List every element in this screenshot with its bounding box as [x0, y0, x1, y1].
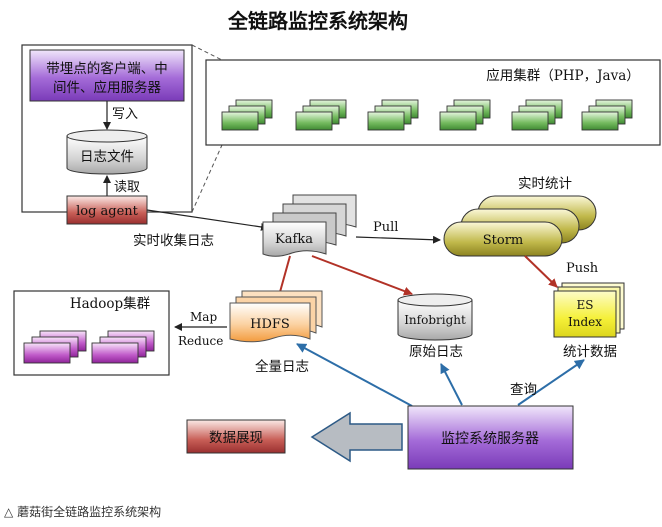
app-server-stack — [581, 99, 633, 131]
hadoop-node-stack — [91, 330, 155, 364]
display-arrow — [310, 411, 403, 463]
hdfs-stack — [229, 290, 323, 343]
app-cluster-label: 应用集群（PHP，Java） — [486, 67, 640, 84]
raw-log-label: 原始日志 — [409, 344, 463, 360]
figure-caption: △ 蘑菇街全链路监控系统架构 — [4, 503, 161, 520]
stats-data-label: 统计数据 — [563, 344, 617, 360]
infobright-label: Infobright — [404, 313, 466, 327]
kafka-to-infobright-arrow — [311, 255, 413, 296]
es-index-line2: Index — [568, 315, 602, 329]
log-file-label: 日志文件 — [80, 149, 134, 165]
realtime-collect-label: 实时收集日志 — [133, 233, 214, 249]
log-agent-box — [66, 195, 148, 225]
monitor-server-label: 监控系统服务器 — [441, 431, 539, 447]
read-label: 读取 — [114, 180, 140, 195]
hadoop-node-stack — [23, 330, 87, 364]
app-server-stack — [439, 99, 491, 131]
app-server-stack — [295, 99, 347, 131]
diagram-title: 全链路监控系统架构 — [227, 9, 408, 33]
realtime-stats-label: 实时统计 — [518, 176, 572, 192]
query-label: 查询 — [510, 382, 537, 398]
app-server-stacks — [221, 99, 633, 131]
infobright-cylinder — [397, 293, 473, 341]
kafka-label: Kafka — [275, 232, 313, 247]
zoom-line-bottom — [191, 144, 223, 213]
query-infobright-arrow — [440, 363, 463, 406]
query-es-arrow — [517, 359, 585, 406]
data-display-box — [186, 419, 286, 454]
collect-arrow — [146, 209, 269, 231]
caption-text: 蘑菇街全链路监控系统架构 — [17, 505, 162, 519]
pull-label: Pull — [373, 220, 398, 235]
reduce-label: Reduce — [178, 334, 223, 348]
push-label: Push — [566, 261, 599, 276]
hadoop-cluster-label: Hadoop集群 — [70, 296, 151, 312]
kafka-to-hdfs-line — [279, 255, 291, 293]
instrumented-clients-line1: 带埋点的客户端、中 — [46, 60, 168, 77]
instrumented-clients-box — [29, 49, 185, 102]
es-index-line1: ES — [577, 298, 594, 312]
hdfs-label: HDFS — [250, 317, 290, 332]
log-file-cylinder — [66, 129, 148, 175]
storm-label: Storm — [483, 233, 524, 248]
log-agent-label: log agent — [76, 204, 139, 219]
zoom-line-top — [191, 44, 223, 61]
query-hdfs-arrow — [296, 343, 413, 407]
storm-stack — [443, 195, 597, 257]
monitor-server-box — [407, 405, 574, 470]
instrumented-clients-line2: 间件、应用服务器 — [53, 79, 161, 96]
app-server-stack — [221, 99, 273, 131]
es-index-stack — [553, 282, 625, 338]
full-log-label: 全量日志 — [255, 358, 309, 375]
kafka-stack — [262, 194, 357, 257]
data-display-label: 数据展现 — [209, 430, 263, 446]
pull-arrow — [355, 235, 441, 244]
warning-icon: △ — [4, 505, 14, 519]
app-server-stack — [367, 99, 419, 131]
app-server-stack — [511, 99, 563, 131]
write-label: 写入 — [112, 107, 138, 122]
map-label: Map — [190, 310, 217, 324]
push-arrow — [524, 255, 558, 288]
hadoop-node-stacks — [23, 330, 155, 364]
app-cluster-panel — [205, 59, 661, 146]
